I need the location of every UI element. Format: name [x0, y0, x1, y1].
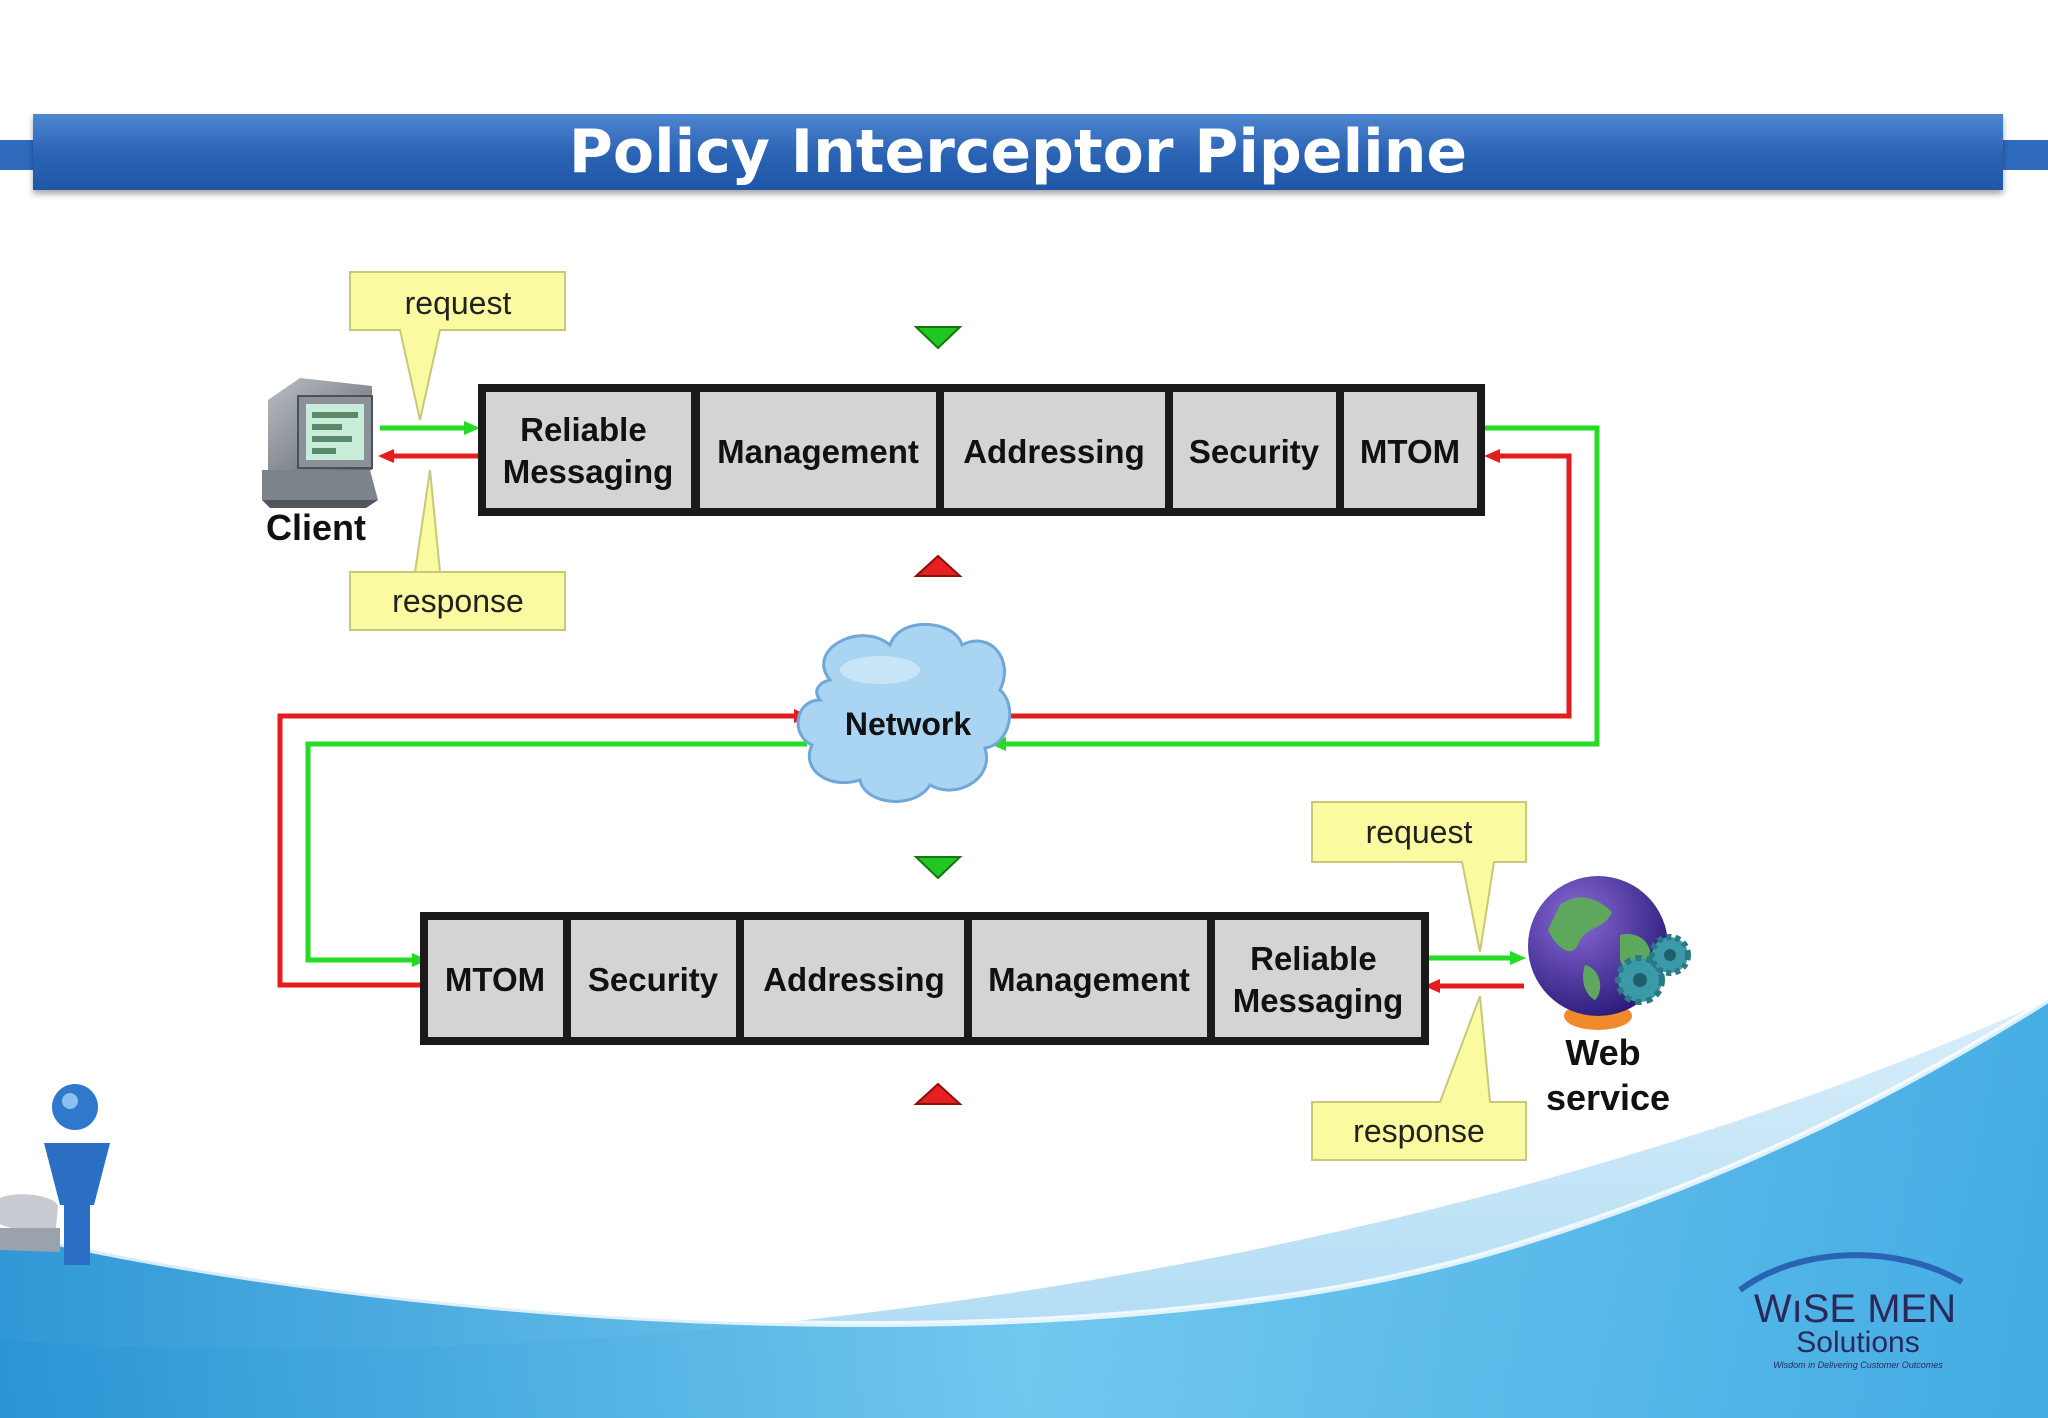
pipeline-stage: Addressing: [944, 392, 1165, 508]
svg-text:response: response: [1353, 1113, 1485, 1149]
pipeline-stage: MTOM: [428, 920, 563, 1037]
svg-text:Wisdom in Delivering Customer: Wisdom in Delivering Customer Outcomes: [1773, 1360, 1943, 1370]
svg-text:request: request: [1366, 814, 1473, 850]
response-direction-triangle-top: [913, 554, 963, 577]
client-request-callout: request: [349, 271, 566, 421]
response-direction-triangle-bottom: [913, 1082, 963, 1105]
title-bar-stub-right: [2003, 140, 2048, 170]
request-direction-triangle-bottom: [913, 856, 963, 880]
svg-text:Management: Management: [988, 961, 1190, 998]
bottom-pipeline: MTOM Security Addressing Management Reli…: [420, 912, 1429, 1045]
svg-text:WıSE MEN: WıSE MEN: [1754, 1287, 1956, 1331]
svg-text:MTOM: MTOM: [1360, 433, 1460, 470]
client-computer-icon: [262, 378, 378, 508]
svg-text:Solutions: Solutions: [1796, 1326, 1919, 1359]
pipeline-stage: Reliable Messaging: [486, 392, 691, 508]
client-label: Client: [266, 507, 366, 548]
service-response-callout: response: [1311, 995, 1527, 1161]
pipeline-stage: Reliable Messaging: [1215, 920, 1421, 1037]
svg-text:Security: Security: [1189, 433, 1320, 470]
svg-text:Addressing: Addressing: [763, 961, 945, 998]
svg-text:Management: Management: [717, 433, 919, 470]
pipeline-stage: MTOM: [1344, 392, 1477, 508]
network-cloud-icon: [796, 622, 1012, 803]
wave-main: [0, 1000, 2048, 1418]
request-flow-lines: [305, 425, 1600, 963]
svg-text:MTOM: MTOM: [445, 961, 545, 998]
pipeline-stage: Addressing: [744, 920, 964, 1037]
request-direction-triangle-top: [913, 326, 963, 350]
service-request-callout: request: [1311, 801, 1527, 953]
person-figure: [0, 1084, 110, 1265]
flow-arrowheads: [378, 421, 1526, 993]
response-flow-lines: [277, 453, 1572, 989]
svg-text:Security: Security: [588, 961, 719, 998]
pipeline-stage: Security: [1173, 392, 1336, 508]
svg-text:Reliable Messaging: Reliable Messaging: [503, 411, 674, 490]
web-service-label: Web service: [1546, 1032, 1670, 1118]
web-service-globe-icon: [1528, 876, 1691, 1030]
top-pipeline: Reliable Messaging Management Addressing…: [478, 384, 1485, 516]
network-label: Network: [845, 706, 971, 742]
svg-text:Reliable Messaging: Reliable Messaging: [1233, 940, 1404, 1019]
pipeline-stage: Management: [700, 392, 936, 508]
pipeline-stage: Security: [571, 920, 736, 1037]
svg-text:request: request: [405, 285, 512, 321]
wave-edge: [0, 997, 2048, 1327]
svg-text:Addressing: Addressing: [963, 433, 1145, 470]
slide-title: Policy Interceptor Pipeline: [568, 117, 1468, 187]
svg-text:response: response: [392, 583, 524, 619]
client-response-callout: response: [349, 469, 566, 631]
pipeline-stage: Management: [972, 920, 1207, 1037]
wise-men-logo: WıSE MEN Solutions Wisdom in Delivering …: [1738, 1252, 1964, 1370]
title-bar: [33, 114, 2003, 190]
title-bar-stub-left: [0, 140, 36, 170]
